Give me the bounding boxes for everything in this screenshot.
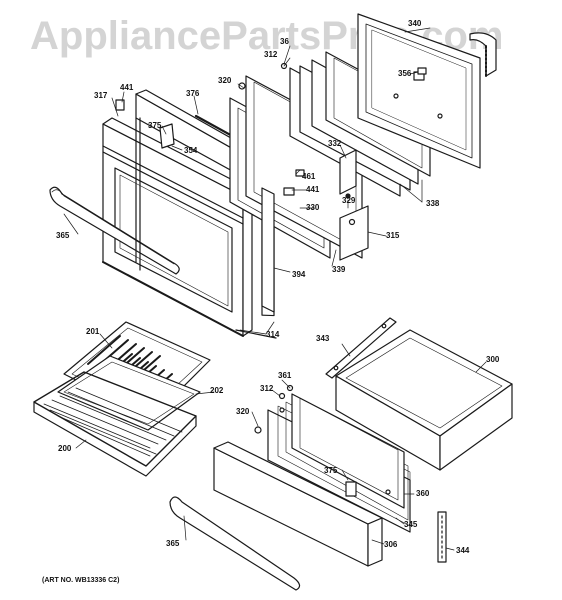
part-label-365-lower: 365 (166, 539, 180, 548)
part-label-320-upper: 320 (218, 76, 232, 85)
part-label-300: 300 (486, 355, 500, 364)
drawer-handle (169, 496, 301, 591)
part-label-461: 461 (302, 172, 316, 181)
part-label-338: 338 (426, 199, 440, 208)
door-side-trim (261, 187, 275, 313)
part-label-345: 345 (404, 520, 418, 529)
drawer-glide (437, 511, 447, 563)
part-label-340: 340 (408, 19, 422, 28)
part-label-361: 361 (278, 371, 292, 380)
part-label-365-upper: 365 (56, 231, 70, 240)
part-label-320-lower: 320 (236, 407, 250, 416)
part-label-312-upper: 312 (264, 50, 278, 59)
part-label-375-upper: 375 (148, 121, 162, 130)
part-label-360: 360 (416, 489, 430, 498)
drawer-front-frame (267, 393, 411, 533)
part-label-441-upper: 441 (120, 83, 134, 92)
outer-door-glass-frame (357, 13, 481, 169)
storage-drawer (335, 329, 513, 471)
part-label-36: 36 (280, 37, 289, 46)
part-label-344: 344 (456, 546, 470, 555)
oven-door-handle (49, 186, 180, 275)
part-label-202: 202 (210, 386, 224, 395)
part-label-332: 332 (328, 139, 342, 148)
part-label-315: 315 (386, 231, 400, 240)
part-label-376: 376 (186, 89, 200, 98)
part-label-329: 329 (342, 196, 356, 205)
part-label-343: 343 (316, 334, 330, 343)
part-label-317: 317 (94, 91, 108, 100)
part-label-394: 394 (292, 270, 306, 279)
part-label-201: 201 (86, 327, 100, 336)
art-number: (ART NO. WB13336 C2) (42, 577, 120, 584)
part-label-354: 354 (184, 146, 198, 155)
part-label-375-lower: 375 (324, 466, 338, 475)
part-label-441-lower: 441 (306, 185, 320, 194)
door-brackets (115, 62, 427, 196)
part-label-314: 314 (266, 330, 280, 339)
part-label-330: 330 (306, 203, 320, 212)
oven-rack (33, 371, 197, 477)
leader-lines (63, 27, 487, 551)
part-label-306: 306 (384, 540, 398, 549)
drawer-rail (325, 317, 397, 379)
part-label-312-lower: 312 (260, 384, 274, 393)
part-label-339: 339 (332, 265, 346, 274)
door-hinge-parts (339, 149, 369, 261)
part-label-200: 200 (58, 444, 72, 453)
door-gasket (469, 32, 497, 77)
drawer-front-panel (213, 441, 383, 567)
part-label-356: 356 (398, 69, 412, 78)
